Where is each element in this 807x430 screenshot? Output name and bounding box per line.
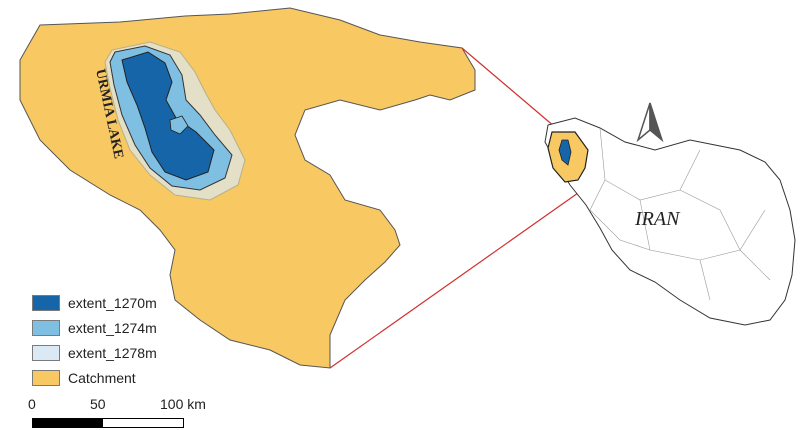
lake-island [169, 115, 189, 135]
legend-swatch-extent-1270m [32, 295, 60, 311]
legend-label-extent-1270m: extent_1270m [68, 295, 157, 311]
iran-provinces [589, 127, 771, 301]
inset-line-bottom [329, 192, 579, 369]
iran-outline [544, 117, 796, 326]
legend-swatch-catchment [32, 370, 60, 386]
country-label: IRAN [634, 208, 681, 230]
legend-item-catchment: Catchment [32, 367, 157, 389]
scale-bar-segment-white [102, 418, 184, 428]
legend-label-extent-1274m: extent_1274m [68, 320, 157, 336]
inset-lake [558, 139, 572, 166]
scale-bar: 0 50 100 km [28, 396, 208, 430]
legend-item-extent-1274m: extent_1274m [32, 317, 157, 339]
inset-line-top [461, 47, 556, 128]
scale-label-0: 0 [28, 396, 36, 412]
legend-label-extent-1278m: extent_1278m [68, 345, 157, 361]
north-arrow-icon [636, 102, 664, 143]
extent-1270m-area [121, 51, 215, 181]
legend-item-extent-1270m: extent_1270m [32, 292, 157, 314]
scale-label-50: 50 [90, 396, 106, 412]
legend-swatch-extent-1278m [32, 345, 60, 361]
legend-swatch-extent-1274m [32, 320, 60, 336]
legend-item-extent-1278m: extent_1278m [32, 342, 157, 364]
scale-bar-segment-black [32, 418, 102, 428]
scale-label-100: 100 km [160, 396, 206, 412]
legend: extent_1270m extent_1274m extent_1278m C… [32, 292, 157, 392]
legend-label-catchment: Catchment [68, 370, 136, 386]
